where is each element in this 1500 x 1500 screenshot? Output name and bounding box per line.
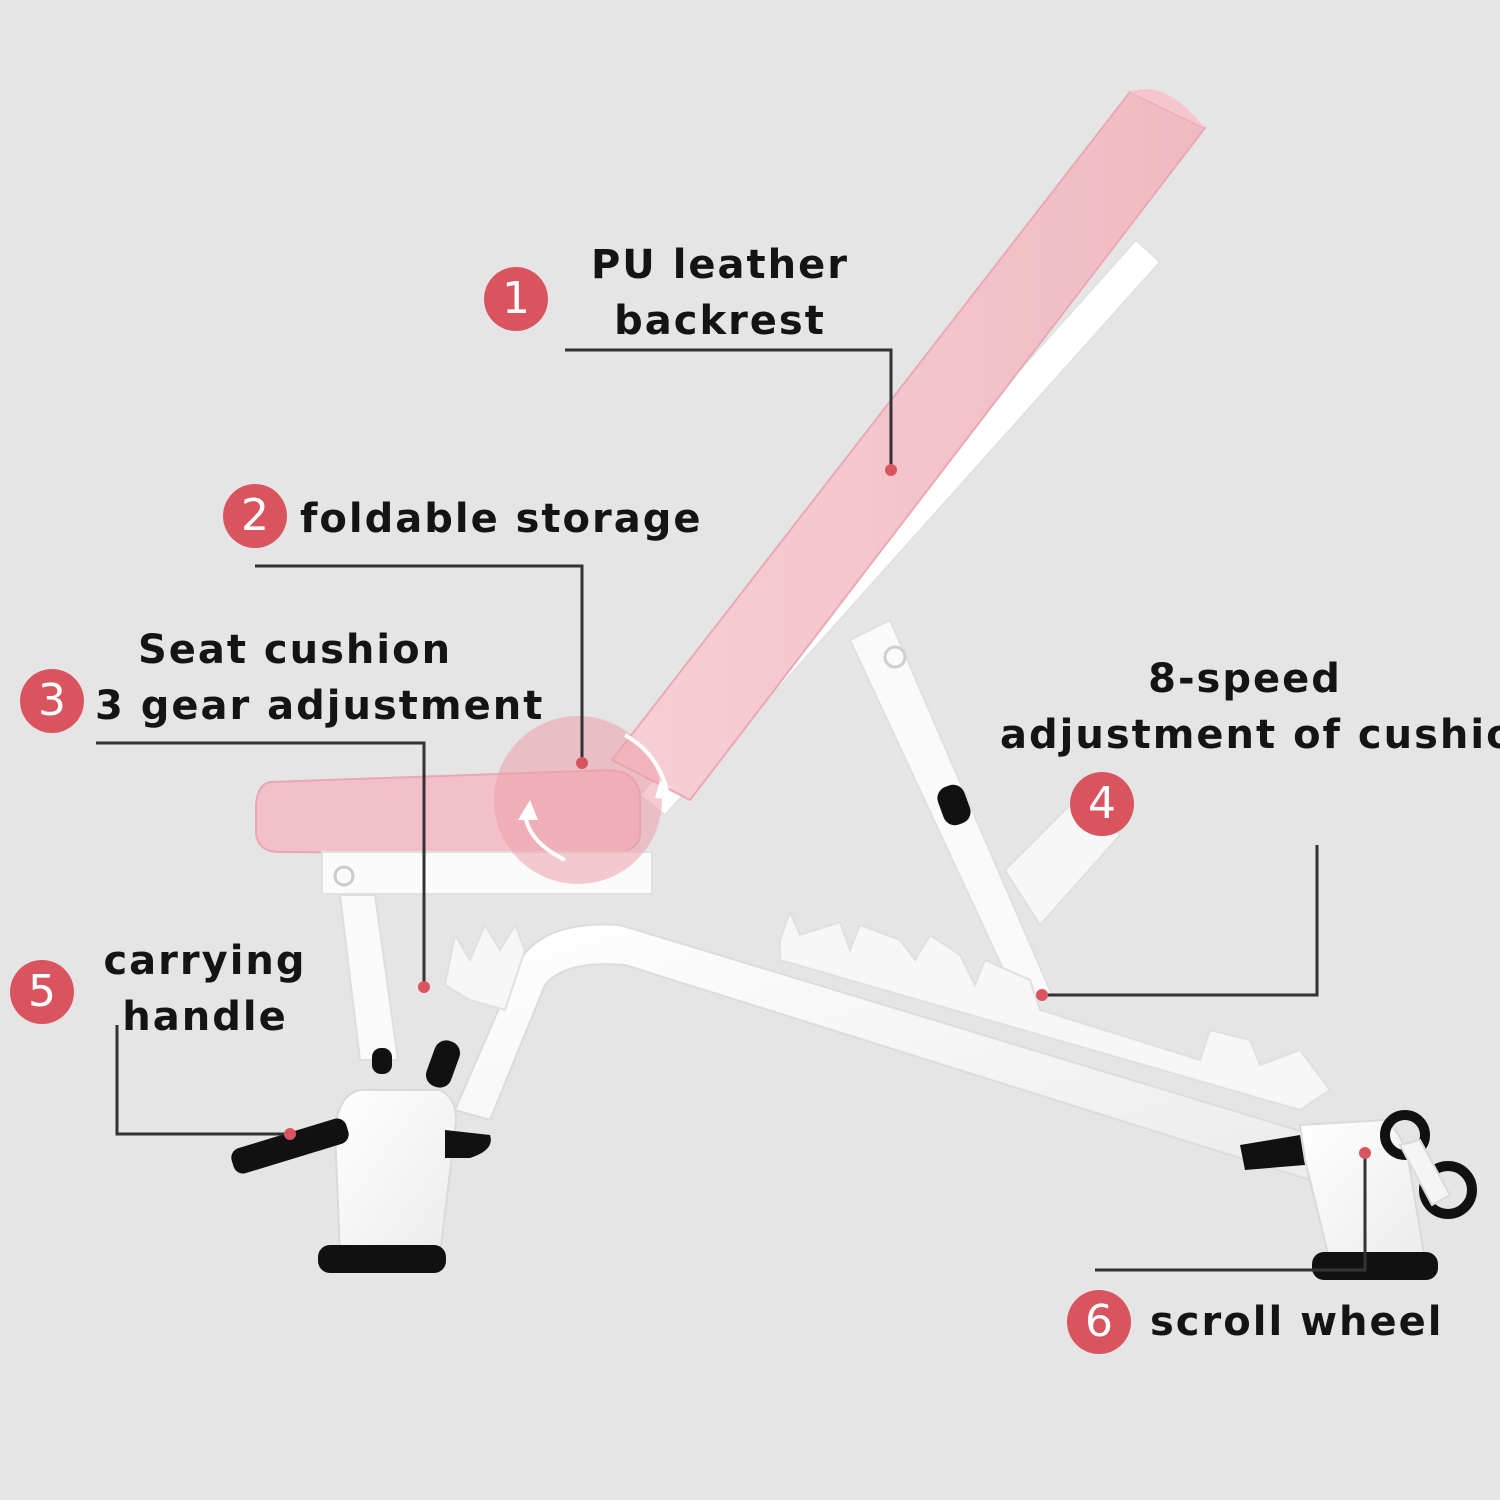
callout-4-label: 8-speed adjustment of cushion [1000, 651, 1500, 763]
backrest-cushion [610, 88, 1207, 802]
callout-3-badge: 3 [20, 669, 84, 733]
callout-2-label: foldable storage [300, 491, 703, 547]
callout-3-label: Seat cushion 3 gear adjustment [95, 622, 545, 734]
callout-4-line-1: 8-speed [1148, 656, 1342, 702]
front-foot [231, 1089, 491, 1273]
callout-6-line-1: scroll wheel [1150, 1299, 1444, 1345]
callout-1-label: PU leather backrest [560, 237, 880, 349]
callout-6-label: scroll wheel [1150, 1294, 1444, 1350]
main-frame [338, 894, 1332, 1182]
callout-5-line-2: handle [122, 994, 288, 1040]
callout-5-label: carrying handle [100, 933, 310, 1045]
callout-1-line-2: backrest [614, 298, 826, 344]
rear-foot [1240, 1110, 1477, 1280]
callout-3-line-2: 3 gear adjustment [95, 683, 545, 729]
leader-lines [96, 348, 1367, 1272]
callout-6-badge: 6 [1067, 1290, 1131, 1354]
callout-5-badge: 5 [10, 960, 74, 1024]
callout-5-line-1: carrying [103, 938, 307, 984]
fold-highlight [494, 716, 675, 884]
anchor-dots [284, 464, 1371, 1159]
callout-3-line-1: Seat cushion [137, 627, 453, 673]
callout-4-badge: 4 [1070, 772, 1134, 836]
callout-2-line-1: foldable storage [300, 496, 703, 542]
callout-4-line-2: adjustment of cushion [1000, 712, 1500, 758]
callout-1-badge: 1 [484, 267, 548, 331]
callout-2-badge: 2 [223, 484, 287, 548]
callout-1-line-1: PU leather [590, 242, 849, 288]
